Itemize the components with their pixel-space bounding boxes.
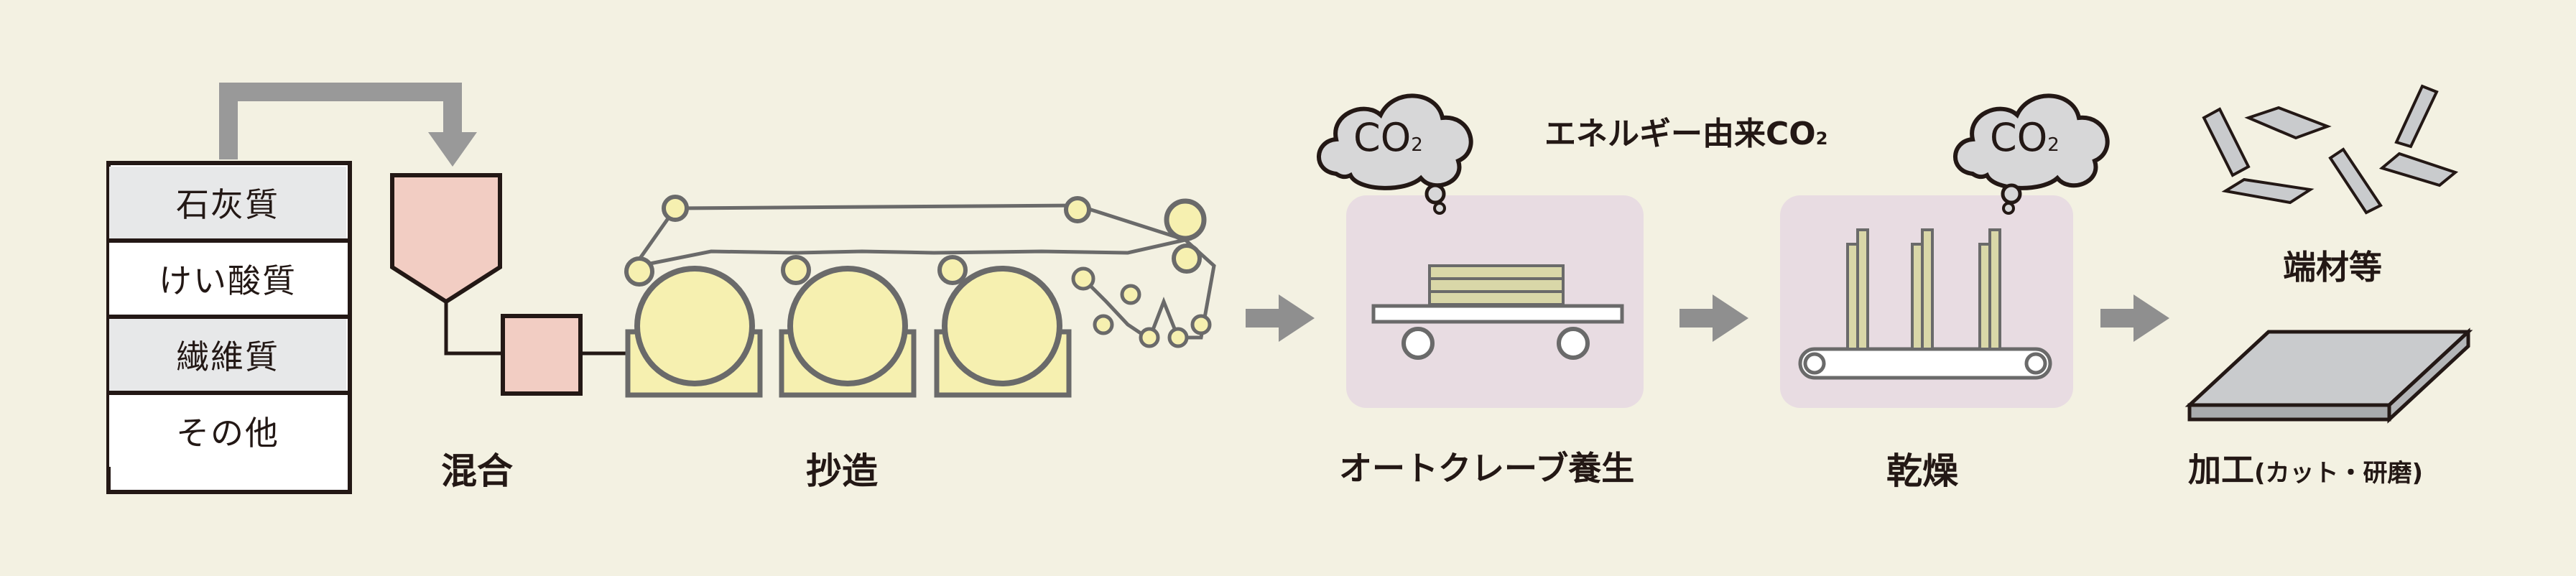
step-label-autoclave: オートクレーブ養生 xyxy=(1339,449,1635,488)
step-label-drying: 乾燥 xyxy=(1886,450,1958,492)
co2-cloud-text: CO2 xyxy=(1990,115,2060,160)
co2-cloud-autoclave xyxy=(1317,93,1473,215)
energy-co2-label: エネルギー由来CO2 xyxy=(1544,116,1828,152)
material-limestone: 石灰質 xyxy=(109,167,346,238)
material-other: その他 xyxy=(109,395,346,467)
flow-arrow xyxy=(1680,294,1748,342)
material-silica: けい酸質 xyxy=(109,243,346,315)
mixer-tank xyxy=(501,314,626,396)
dryer-chamber xyxy=(1780,195,2073,408)
flow-arrow xyxy=(2100,294,2169,342)
finished-panel xyxy=(2184,328,2473,424)
step-label-processing: 加工(カット・研磨) xyxy=(2188,450,2424,489)
flow-arrow xyxy=(1246,294,1315,342)
offcuts-label: 端材等 xyxy=(2283,248,2382,287)
feed-arrow xyxy=(219,83,477,167)
hopper xyxy=(390,173,502,356)
autoclave-chamber xyxy=(1346,195,1644,408)
material-divider xyxy=(111,391,348,395)
material-divider xyxy=(111,315,348,319)
paper-machine xyxy=(624,195,1216,398)
material-fiber: 繊維質 xyxy=(109,319,346,391)
step-label-papermaking: 抄造 xyxy=(806,450,878,492)
offcut-shards xyxy=(2202,84,2459,215)
step-label-mixing: 混合 xyxy=(441,450,513,492)
co2-cloud-dryer xyxy=(1953,93,2110,215)
material-divider xyxy=(111,238,348,243)
co2-cloud-text: CO2 xyxy=(1353,115,1423,160)
